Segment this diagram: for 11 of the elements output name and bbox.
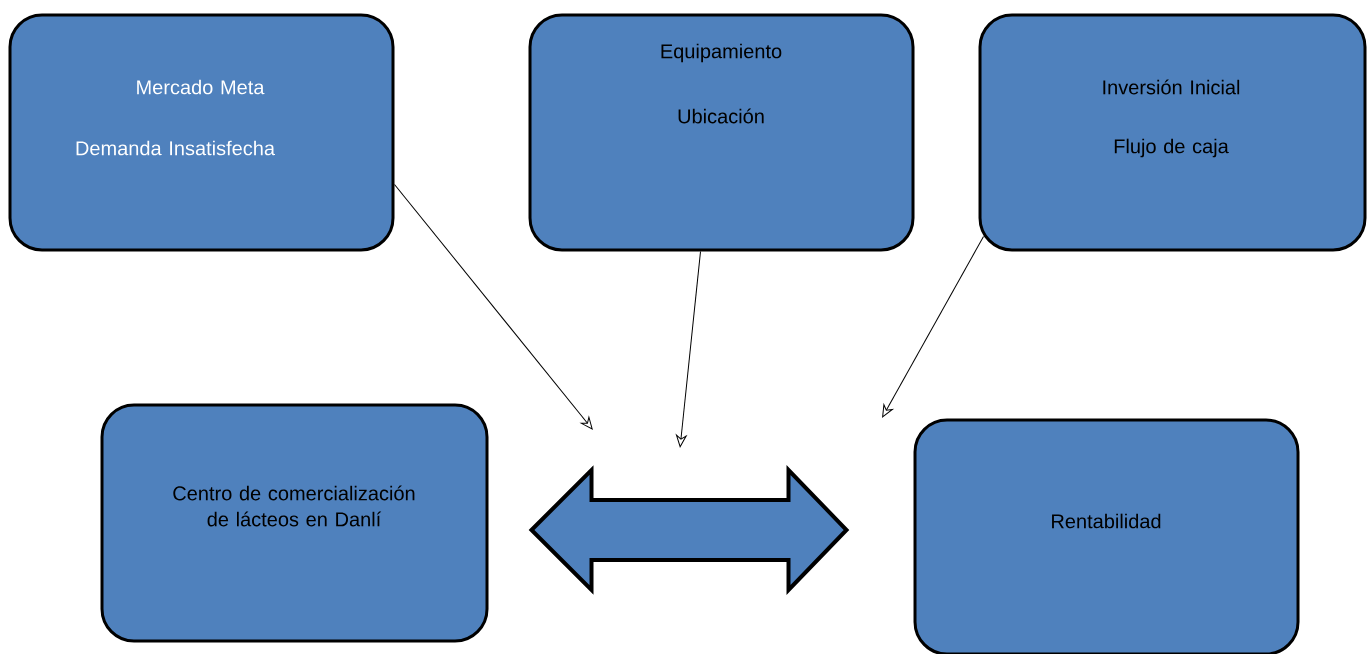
box-text: Demanda Insatisfecha bbox=[76, 140, 276, 156]
arrow bbox=[394, 184, 593, 430]
box-text: Mercado Meta bbox=[137, 79, 265, 95]
arrow bbox=[676, 251, 701, 448]
box-text: Centro de comercialización de lácteos en Danlí bbox=[173, 485, 415, 527]
box-text: Ubicación bbox=[678, 108, 764, 124]
box-text: Rentabilidad bbox=[1052, 513, 1161, 529]
arrow bbox=[882, 236, 984, 418]
box-text: Inversión Inicial bbox=[1103, 79, 1240, 95]
box-text: Equipamiento bbox=[661, 43, 782, 63]
box-text: Flujo de caja bbox=[1114, 138, 1229, 158]
